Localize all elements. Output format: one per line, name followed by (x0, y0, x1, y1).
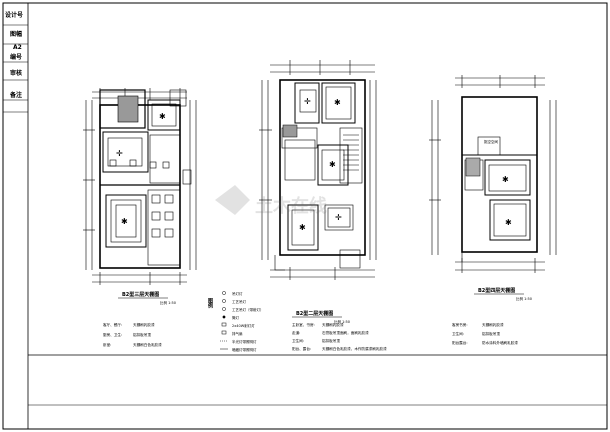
note-value: 铝扣板吊顶 (482, 331, 500, 336)
legend-item: 工艺吊灯 (232, 299, 246, 304)
title-block-label: 编号 (10, 53, 22, 61)
note-key: 卫生间: (452, 331, 464, 336)
note-key: 主卧室、书房: (292, 322, 315, 327)
title-block (3, 24, 28, 113)
room-label: 挑空空间 (484, 139, 498, 144)
note-value: 天棚刷乳胶漆 (133, 322, 155, 327)
legend-symbol (221, 322, 227, 327)
title-block-label: A2 (13, 44, 22, 51)
notes-left: 客厅、餐厅: 天棚刷乳胶漆 厨房、卫生: 铝扣板吊顶 卧室: 天棚刷白色乳胶漆 (103, 322, 162, 347)
title-block-label: 图幅 (10, 30, 22, 38)
plan-right (429, 75, 557, 273)
plan-middle (259, 60, 377, 280)
note-value: 天棚刷白色乳胶漆 (133, 342, 162, 347)
note-value: 防水涂料外墙刷乳胶漆 (482, 340, 518, 345)
legend-item: 2x40W射灯灯 (232, 323, 255, 328)
plan-scale: 比例 1:50 (160, 300, 176, 305)
legend-title: 图例 (207, 297, 213, 309)
plan-left-lights (109, 159, 174, 238)
note-key: 卧室: (103, 342, 111, 347)
chandelier-icon: ✱ (121, 217, 128, 226)
legend-item: 筒灯 (232, 315, 239, 320)
plan-scale: 比例 1:50 (334, 319, 350, 324)
plan-caption: B2型四层天棚图 (478, 287, 515, 294)
note-key: 阳台、露台: (292, 346, 311, 351)
note-key: 阳台露台: (452, 340, 468, 345)
ceiling-light-icon: ✛ (335, 213, 342, 222)
note-key: 卫生间: (292, 338, 304, 343)
legend-symbol (222, 299, 226, 303)
legend-symbol (222, 307, 226, 311)
chandelier-icon: ✱ (329, 160, 336, 169)
note-value: 石膏板吊顶面刷，面刷乳胶漆 (322, 330, 369, 335)
hatched-wet-area (282, 124, 298, 138)
watermark-text: 土木在线 (255, 195, 327, 217)
chandelier-icon: ✱ (502, 175, 509, 184)
ceiling-light-icon: ✛ (304, 97, 311, 106)
legend-item: 暗藏灯带照明灯 (232, 347, 257, 352)
ceiling-light-icon: ✱ (334, 98, 341, 107)
title-block-label: 备注 (9, 91, 22, 99)
plan-scale: 比例 1:50 (516, 296, 532, 301)
note-value: 天棚刷白色乳胶漆，木作防腐漆刷乳胶漆 (322, 346, 387, 351)
note-key: 客房书房: (452, 322, 468, 327)
plan-caption: B2型三层天棚图 (122, 291, 159, 298)
notes-middle: 主卧室、书房: 天棚刷乳胶漆 走道: 石膏板吊顶面刷，面刷乳胶漆 卫生间: 铝扣… (292, 322, 387, 351)
legend-item: 吊灯灯 (232, 291, 243, 296)
legend-symbol (222, 291, 226, 295)
note-value: 铝扣板吊顶 (133, 332, 151, 337)
title-block-label: 审核 (10, 69, 22, 77)
legend-item: 半光灯带照明灯 (232, 339, 257, 344)
plan-caption: B2型二层天棚图 (296, 310, 333, 317)
legend-symbol (221, 330, 227, 335)
chandelier-icon: ✱ (299, 223, 306, 232)
ceiling-fan-icon: ✱ (159, 112, 166, 121)
pendant-light-icon: ✛ (116, 149, 123, 158)
legend-item: 排气扇 (232, 331, 243, 336)
stair-treads (343, 134, 359, 171)
note-value: 天棚刷乳胶漆 (322, 322, 344, 327)
note-key: 客厅、餐厅: (103, 322, 122, 327)
plan-left (83, 88, 197, 285)
notes-right: 客房书房: 天棚刷乳胶漆 卫生间: 铝扣板吊顶 阳台露台: 防水涂料外墙刷乳胶漆 (452, 322, 518, 345)
watermark: 土木在线 (215, 185, 327, 217)
legend: 图例 吊灯灯 工艺吊灯 工艺吊灯（带射灯） 筒灯 2x40W射灯灯 排气扇 半光… (207, 291, 264, 352)
title-block-label: 设计号 (5, 11, 23, 19)
chandelier-icon: ✱ (505, 218, 512, 227)
legend-item: 工艺吊灯（带射灯） (232, 307, 264, 312)
note-value: 铝扣板吊顶 (322, 338, 340, 343)
note-value: 天棚刷乳胶漆 (482, 322, 504, 327)
note-key: 厨房、卫生: (103, 332, 122, 337)
hatched-wet-area (465, 157, 481, 177)
note-key: 走道: (292, 330, 300, 335)
legend-symbol (222, 315, 226, 319)
